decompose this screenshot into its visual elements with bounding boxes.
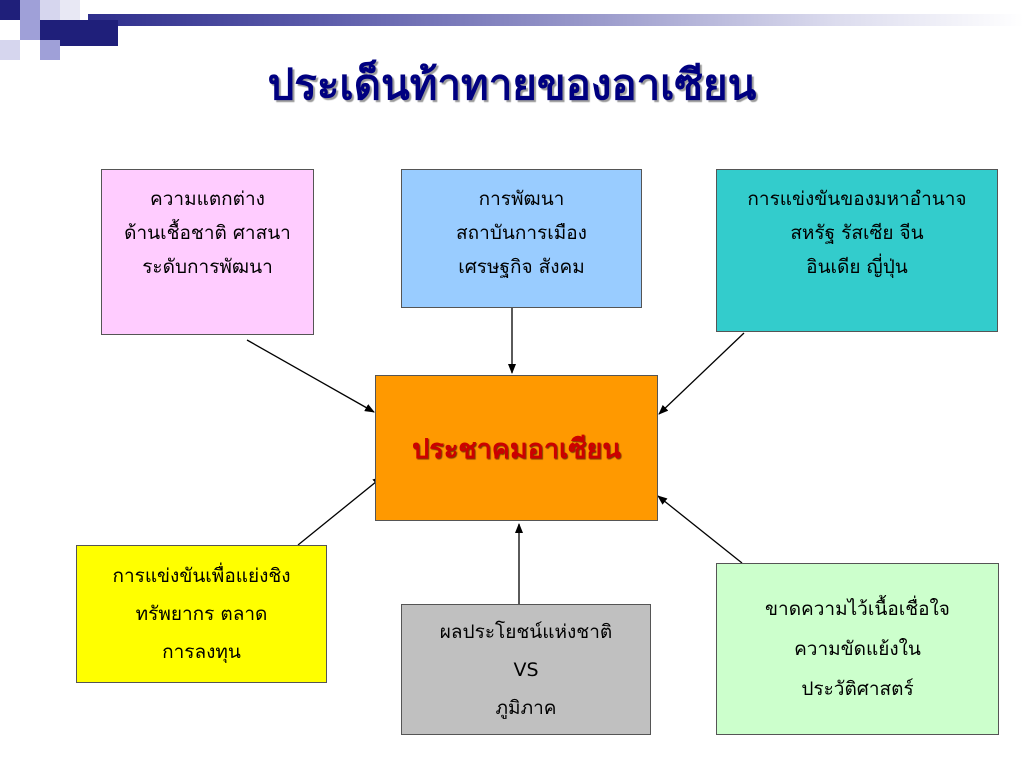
arrow-ethnic-to-center [246, 339, 375, 413]
box-great-power-competition: การแข่งขันของมหาอำนาจ สหรัฐ รัสเซีย จีน … [716, 169, 998, 332]
box-line: ความแตกต่าง [150, 188, 265, 210]
box-line: ขาดความไว้เนื้อเชื่อใจ [765, 598, 950, 620]
decorative-square [40, 40, 60, 60]
box-line: สถาบันการเมือง [456, 222, 587, 244]
box-line: ด้านเชื้อชาติ ศาสนา [124, 222, 291, 244]
box-line: เศรษฐกิจ สังคม [458, 256, 585, 278]
decorative-square [60, 20, 118, 46]
box-line: ประวัติศาสตร์ [801, 678, 914, 700]
center-box-asean-community: ประชาคมอาเซียน [375, 375, 658, 521]
box-development: การพัฒนา สถาบันการเมือง เศรษฐกิจ สังคม [401, 169, 642, 308]
arrow-powers-to-center [658, 332, 745, 415]
decorative-square [40, 20, 60, 40]
decorative-square [0, 0, 20, 20]
center-label: ประชาคมอาเซียน [412, 433, 621, 465]
box-resource-competition: การแข่งขันเพื่อแย่งชิง ทรัพยากร ตลาด การ… [76, 545, 327, 683]
box-line: การแข่งขันของมหาอำนาจ [747, 188, 967, 210]
box-line: การลงทุน [162, 641, 241, 663]
slide-title: ประเด็นท้าทายของอาเซียน [267, 60, 757, 109]
header-decorative-bar [88, 14, 1024, 26]
box-line: การพัฒนา [478, 188, 565, 210]
decorative-square [20, 0, 40, 20]
box-line: ระดับการพัฒนา [142, 256, 273, 278]
box-line: ภูมิภาค [495, 696, 557, 719]
box-line: สหรัฐ รัสเซีย จีน [790, 222, 924, 244]
decorative-square [60, 0, 80, 20]
box-lack-of-trust: ขาดความไว้เนื้อเชื่อใจ ความขัดแย้งใน ประ… [716, 563, 999, 735]
box-ethnic-differences: ความแตกต่าง ด้านเชื้อชาติ ศาสนา ระดับการ… [101, 169, 314, 335]
box-national-vs-regional-interest: ผลประโยชน์แห่งชาติ VS ภูมิภาค [401, 604, 651, 735]
decorative-square [0, 40, 20, 60]
box-line: ผลประโยชน์แห่งชาติ [439, 620, 613, 643]
arrow-resources-to-center [297, 476, 383, 546]
box-line: ทรัพยากร ตลาด [135, 603, 268, 625]
box-line: ความขัดแย้งใน [794, 638, 921, 660]
decorative-square [40, 0, 60, 20]
decorative-square [20, 20, 40, 40]
box-line: อินเดีย ญี่ปุ่น [806, 256, 908, 278]
arrow-trust-to-center [657, 495, 743, 564]
box-line: VS [513, 658, 539, 681]
box-line: การแข่งขันเพื่อแย่งชิง [112, 565, 291, 587]
